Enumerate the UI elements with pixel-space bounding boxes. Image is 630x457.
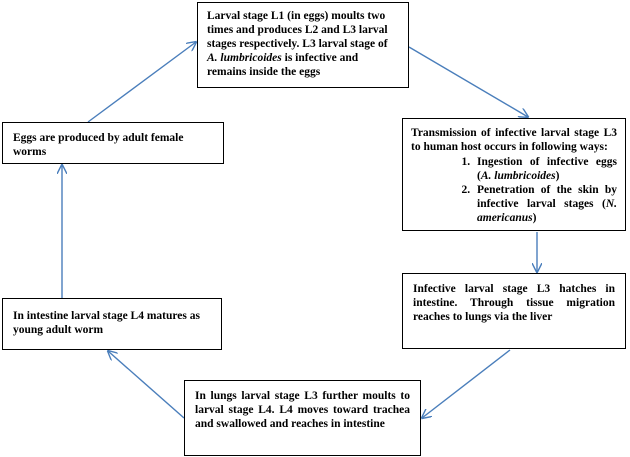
larval-moult-text: Larval stage L1 (in eggs) moults two tim… (207, 10, 388, 78)
larval-moult-box: Larval stage L1 (in eggs) moults two tim… (197, 2, 409, 88)
arrow-left-to-top (87, 42, 196, 123)
arrow-top-to-right (408, 46, 528, 117)
species-name: N. americanus (477, 198, 617, 224)
hatching-box: Infective larval stage L3 hatches in int… (402, 273, 626, 349)
arrow-bottom-to-left (108, 351, 185, 419)
maturation-box: In intestine larval stage L4 matures as … (2, 298, 222, 350)
maturation-text: In intestine larval stage L4 matures as … (13, 310, 200, 336)
species-name: A. lumbricoides (480, 170, 556, 182)
species-name: A. lumbricoides (207, 52, 282, 64)
transmission-list: Ingestion of infective eggs (A. lumbrico… (411, 155, 617, 225)
egg-production-box: Eggs are produced by adult female worms (2, 122, 224, 164)
list-item: Penetration of the skin by infective lar… (473, 183, 617, 225)
transmission-box: Transmission of infective larval stage L… (402, 118, 626, 231)
hatching-text: Infective larval stage L3 hatches in int… (413, 283, 615, 323)
egg-production-text: Eggs are produced by adult female worms (13, 132, 184, 158)
lung-moult-box: In lungs larval stage L3 further moults … (184, 380, 421, 456)
arrow-right-to-bottom (422, 349, 511, 418)
lung-moult-text: In lungs larval stage L3 further moults … (195, 390, 410, 430)
transmission-intro: Transmission of infective larval stage L… (411, 127, 617, 153)
list-item: Ingestion of infective eggs (A. lumbrico… (473, 155, 617, 183)
